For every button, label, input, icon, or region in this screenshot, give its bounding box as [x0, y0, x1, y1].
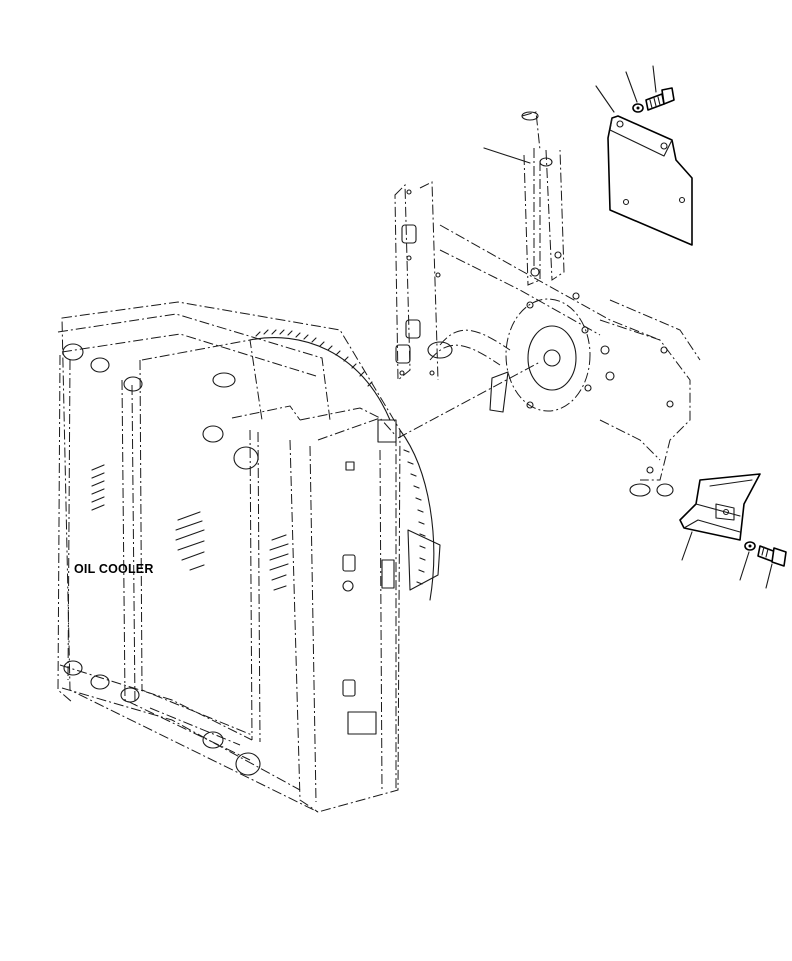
callout-leaders-lower — [681, 531, 773, 589]
support-frame — [394, 111, 701, 497]
radiator-assembly — [57, 301, 441, 813]
upper-bolt — [645, 87, 675, 111]
center-line — [397, 361, 541, 439]
lower-washer — [744, 541, 756, 551]
upper-cover-plate — [607, 115, 693, 246]
lower-guard — [679, 473, 761, 541]
callout-leaders-upper — [483, 65, 657, 164]
oil-cooler-label: OIL COOLER — [74, 562, 154, 576]
upper-washer — [632, 103, 644, 113]
lower-bolt — [757, 545, 787, 567]
core-louvres — [91, 464, 289, 591]
